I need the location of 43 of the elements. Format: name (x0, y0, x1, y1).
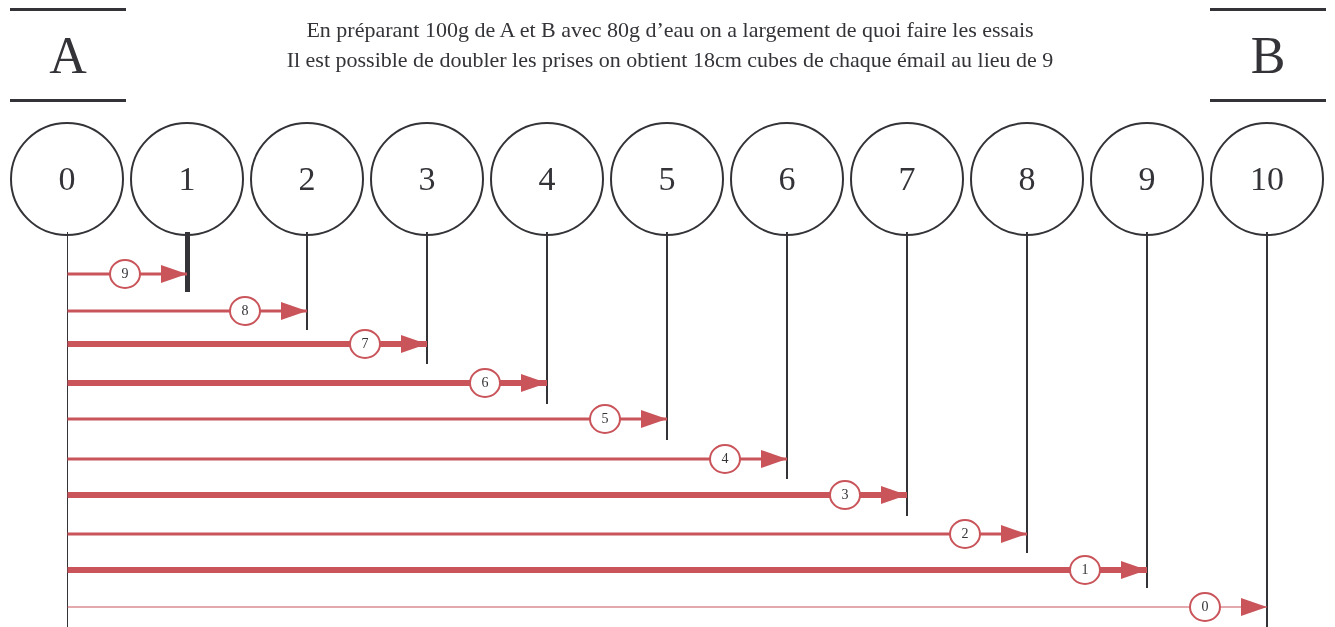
arrow (67, 486, 907, 504)
step-circle: 7 (850, 122, 964, 236)
vertical-bar (1265, 232, 1269, 627)
note-text: Il est possible de doubler les prises on obtient 18cm cubes de chaque émail au lieu de 9 (285, 46, 1055, 74)
vertical-bar (305, 232, 309, 330)
edge-label: 8 (229, 296, 261, 326)
step-circle: 3 (370, 122, 484, 236)
arrow (67, 374, 547, 392)
arrow (67, 410, 667, 428)
step-circle: 0 (10, 122, 124, 236)
vertical-bar (425, 232, 429, 364)
vertical-bar (1025, 232, 1029, 553)
edge-label: 5 (589, 404, 621, 434)
column-header: A (10, 8, 126, 102)
arrow (66, 598, 1268, 616)
note-text: En préparant 100g de A et B avec 80g d’eau on a largement de quoi faire les essais (305, 16, 1035, 44)
arrow (67, 561, 1147, 579)
edge-label: 0 (1189, 592, 1221, 622)
column-header: B (1210, 8, 1326, 102)
vertical-bar (905, 232, 909, 516)
step-circle: 1 (130, 122, 244, 236)
arrow (67, 450, 787, 468)
edge-label: 7 (349, 329, 381, 359)
vertical-bar (545, 232, 549, 404)
arrow (67, 525, 1027, 543)
step-circle: 4 (490, 122, 604, 236)
vertical-bar (184, 232, 190, 292)
vertical-bar (665, 232, 669, 440)
step-circle: 9 (1090, 122, 1204, 236)
vertical-bar (785, 232, 789, 479)
edge-label: 1 (1069, 555, 1101, 585)
step-circle: 8 (970, 122, 1084, 236)
edge-label: 4 (709, 444, 741, 474)
step-circle: 5 (610, 122, 724, 236)
edge-label: 3 (829, 480, 861, 510)
step-circle: 10 (1210, 122, 1324, 236)
vertical-bar (1145, 232, 1149, 588)
step-circle: 6 (730, 122, 844, 236)
edge-label: 6 (469, 368, 501, 398)
edge-label: 9 (109, 259, 141, 289)
step-circle: 2 (250, 122, 364, 236)
arrow (67, 335, 427, 353)
edge-label: 2 (949, 519, 981, 549)
